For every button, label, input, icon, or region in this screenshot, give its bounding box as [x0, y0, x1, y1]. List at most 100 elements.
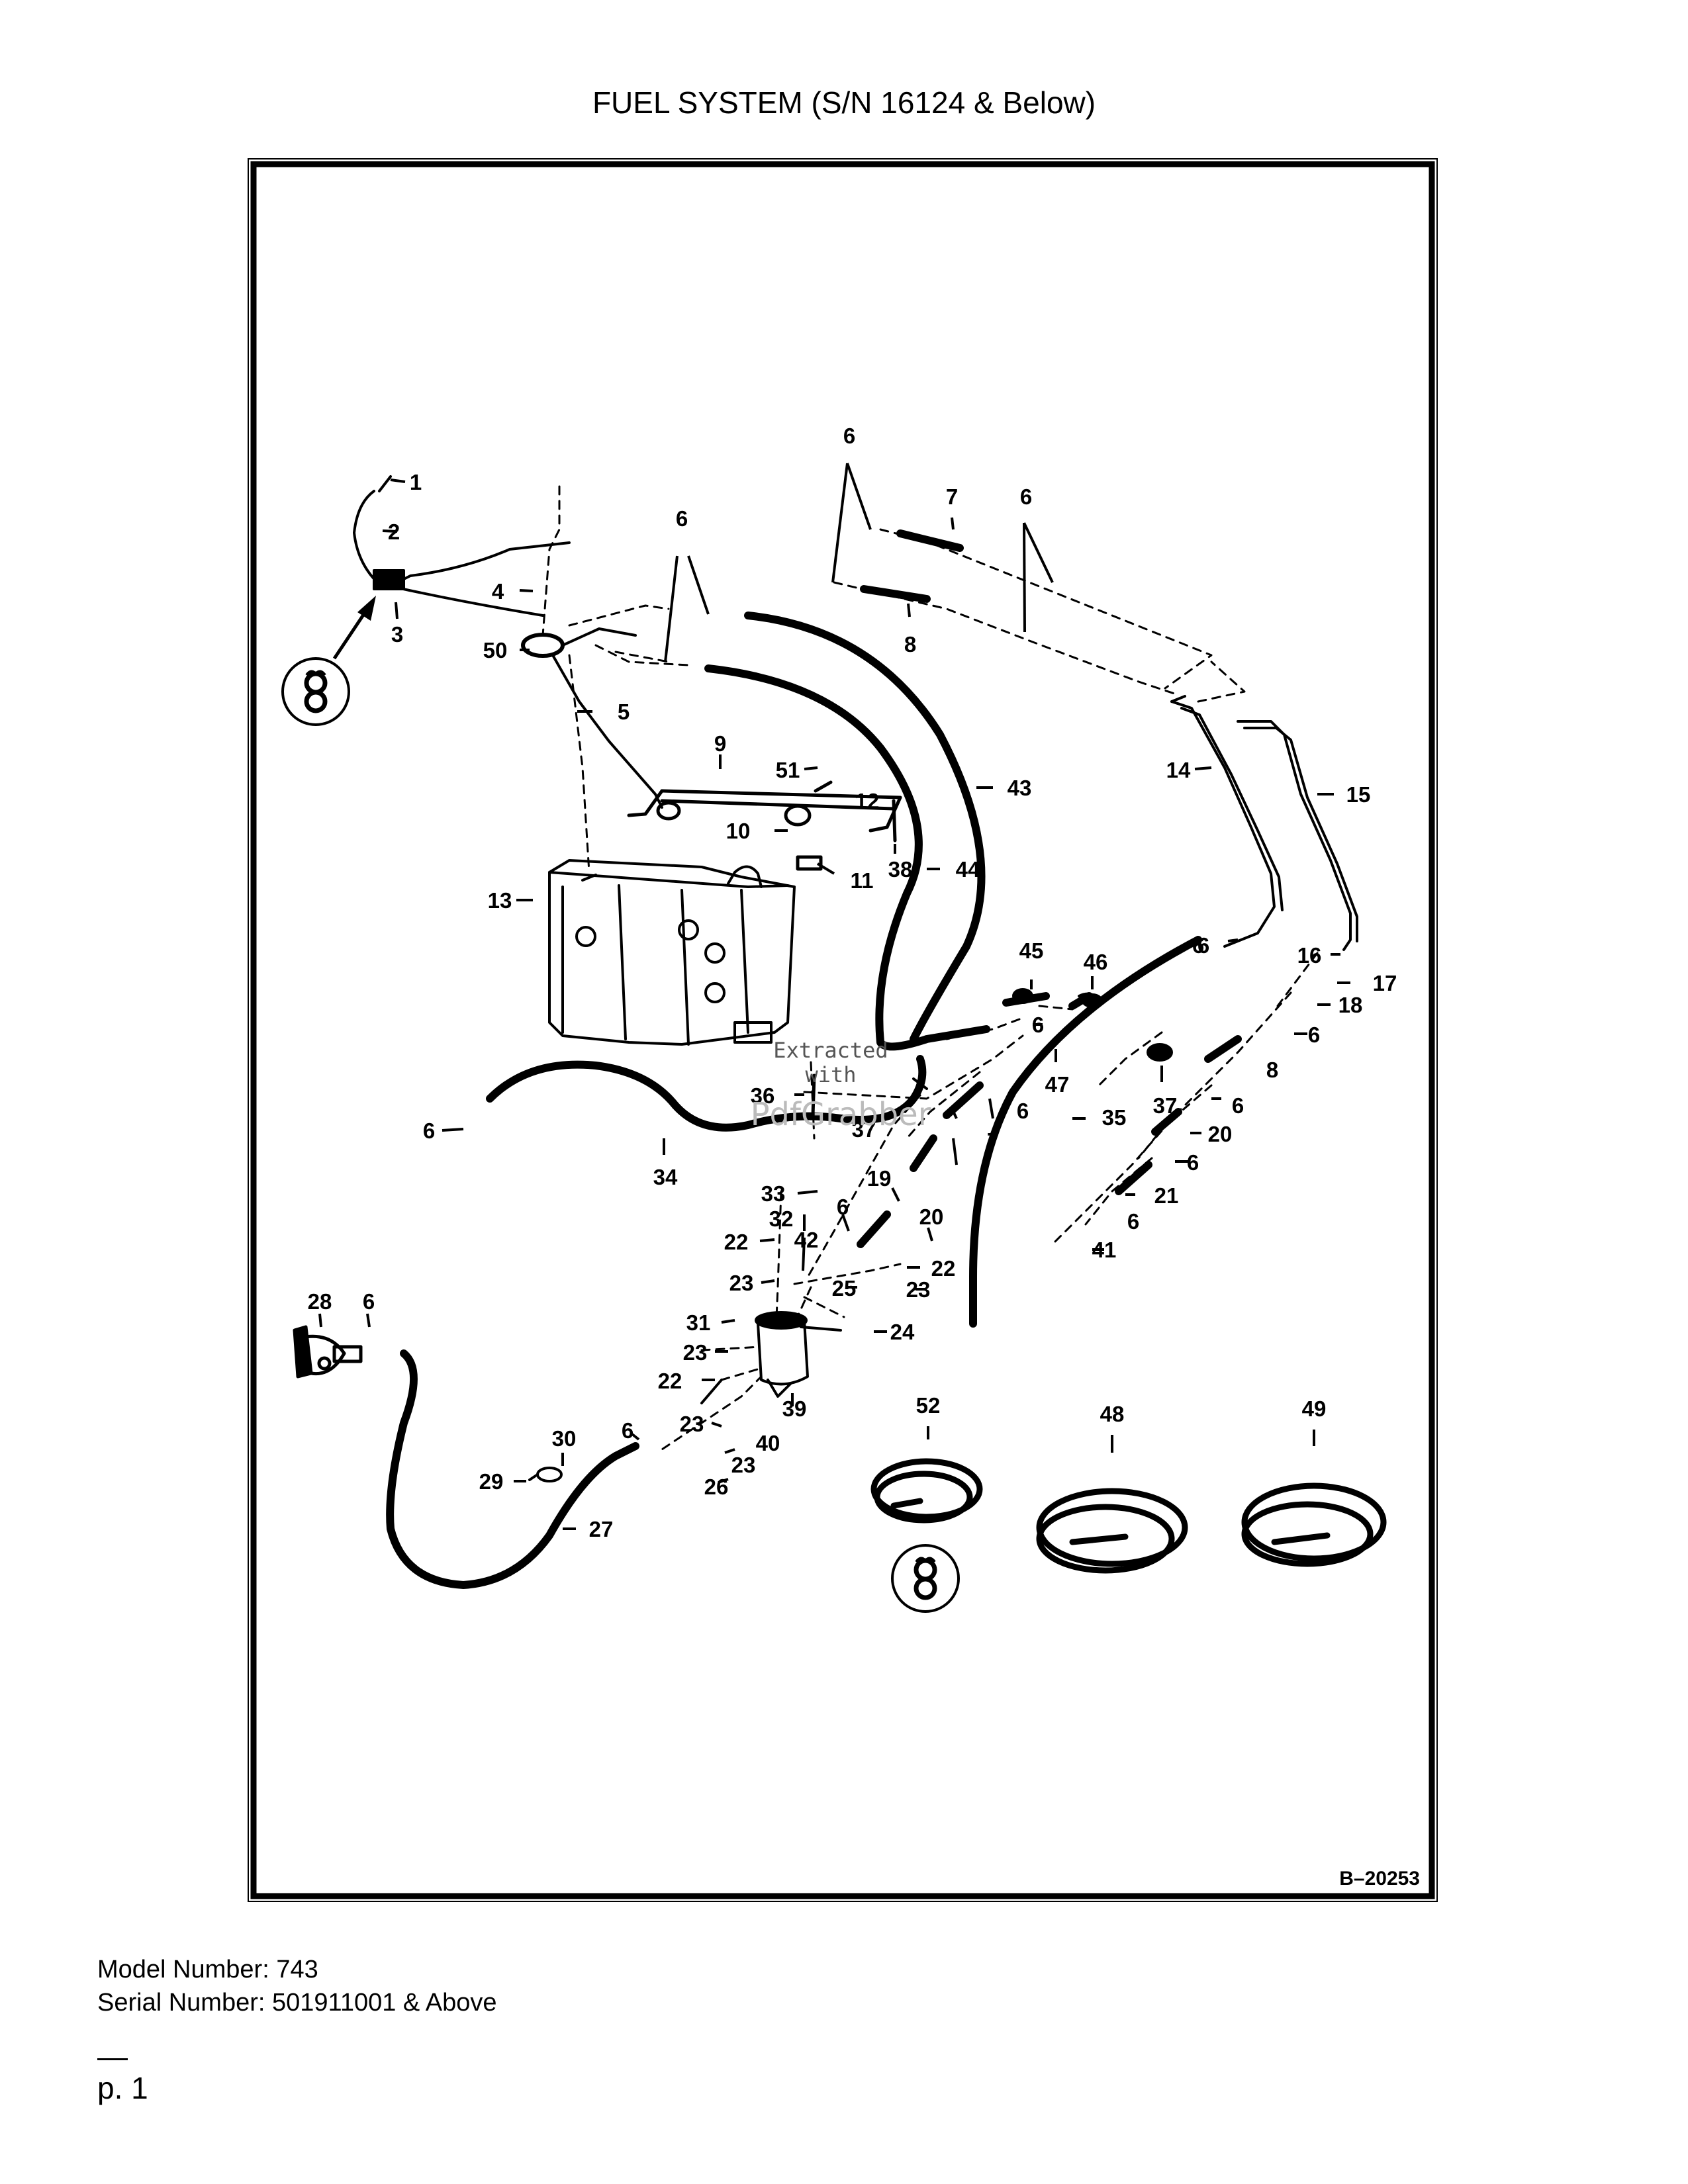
serial-number: Serial Number: 501911001 & Above [97, 1989, 497, 2017]
callout-39: 39 [782, 1396, 807, 1421]
hose-27 [386, 1349, 639, 1589]
callout-15: 15 [1346, 782, 1371, 807]
callout-23: 23 [729, 1271, 754, 1295]
callout-35: 35 [1102, 1105, 1127, 1130]
callout-1: 1 [410, 470, 422, 494]
callout-6: 6 [1127, 1209, 1139, 1234]
callout-16: 16 [1297, 943, 1322, 968]
callout-leaders [318, 463, 1350, 1530]
callout-14: 14 [1166, 758, 1191, 782]
callout-6: 6 [1308, 1023, 1320, 1047]
callout-43: 43 [1008, 776, 1032, 800]
diagram-frame-inner [250, 161, 1435, 1899]
callout-6: 6 [676, 506, 688, 531]
hoses-43-44 [704, 612, 990, 1051]
fuel-symbol-icon [891, 1544, 960, 1613]
callout-23: 23 [683, 1340, 708, 1365]
callout-23: 23 [680, 1412, 704, 1436]
diagram-frame-outer [248, 158, 1438, 1902]
drawing-id: B–20253 [1339, 1868, 1420, 1889]
callout-25: 25 [832, 1276, 857, 1300]
page-number: p. 1 [97, 2071, 148, 2105]
callout-17: 17 [1373, 971, 1397, 995]
callout-6: 6 [843, 424, 855, 448]
hose-coil-48 [1036, 1488, 1188, 1574]
hose-coil-52 [870, 1458, 983, 1524]
callout-8: 8 [1266, 1058, 1278, 1082]
callout-41: 41 [1092, 1238, 1117, 1262]
parts-artwork [293, 475, 1387, 1589]
callout-13: 13 [488, 888, 512, 913]
callout-49: 49 [1302, 1396, 1327, 1421]
callout-6: 6 [1187, 1150, 1199, 1175]
callout-26: 26 [704, 1475, 729, 1499]
fuel-filter [755, 1311, 842, 1398]
callout-46: 46 [1084, 950, 1108, 974]
callout-22: 22 [724, 1230, 749, 1254]
callout-45: 45 [1019, 938, 1044, 963]
callout-6: 6 [423, 1118, 435, 1143]
callout-52: 52 [916, 1393, 941, 1418]
watermark-line-2: with [805, 1062, 856, 1087]
callout-6: 6 [1020, 484, 1032, 509]
callout-42: 42 [794, 1228, 819, 1252]
fuel-sender [353, 475, 663, 809]
hose-coils [870, 1458, 1387, 1574]
fuel-system-diagram: 1 2 3 4 50 5 6 6 6 7 8 6 9 51 12 43 10 1… [248, 158, 1438, 1902]
callout-6: 6 [1232, 1093, 1244, 1118]
tank-strap [627, 780, 902, 871]
callout-37: 37 [852, 1117, 876, 1142]
hose-coil-49 [1241, 1482, 1387, 1567]
separator-28 [293, 1325, 363, 1379]
callout-10: 10 [726, 819, 751, 843]
callout-24: 24 [890, 1320, 915, 1344]
watermark-line-1: Extracted [773, 1038, 888, 1063]
callout-50: 50 [483, 638, 508, 662]
callout-48: 48 [1100, 1402, 1125, 1426]
callout-23: 23 [906, 1277, 931, 1302]
callout-6: 6 [1032, 1013, 1044, 1037]
callout-11: 11 [851, 868, 874, 893]
callout-31: 31 [686, 1310, 711, 1335]
callout-34: 34 [653, 1165, 678, 1189]
callout-21: 21 [1154, 1183, 1179, 1208]
callout-19: 19 [867, 1166, 892, 1191]
callout-32: 32 [769, 1206, 794, 1231]
short-hoses [857, 529, 1242, 1248]
metal-lines [1170, 695, 1358, 951]
callout-6: 6 [1017, 1099, 1029, 1123]
callout-arrowhead-3 [357, 596, 376, 621]
callout-5: 5 [618, 700, 630, 724]
callout-40: 40 [756, 1431, 780, 1455]
callout-arrow-3 [332, 608, 369, 660]
callout-6: 6 [1197, 933, 1209, 958]
callout-6: 6 [837, 1195, 849, 1219]
callout-3: 3 [391, 622, 403, 647]
callout-7: 7 [987, 1128, 999, 1153]
callout-37: 37 [1153, 1093, 1178, 1118]
callout-47: 47 [1045, 1072, 1070, 1097]
callout-7: 7 [946, 484, 958, 509]
callout-8: 8 [904, 632, 916, 657]
page-number-rule [97, 2058, 128, 2060]
fittings [700, 988, 1173, 1404]
fuel-symbol-icon [281, 657, 350, 726]
callout-22: 22 [658, 1369, 682, 1393]
callout-44: 44 [956, 857, 980, 882]
watermark: Extracted with PdfGrabber [751, 1038, 931, 1133]
callout-30: 30 [552, 1426, 577, 1451]
callout-6: 6 [1192, 933, 1204, 958]
callout-23: 23 [731, 1453, 756, 1477]
callout-22: 22 [931, 1256, 956, 1281]
callout-4: 4 [492, 579, 504, 604]
callout-20: 20 [1208, 1122, 1233, 1146]
callout-12: 12 [855, 789, 880, 813]
callout-2: 2 [388, 520, 400, 544]
clamp-29-30 [528, 1467, 563, 1482]
callout-20: 20 [919, 1205, 944, 1229]
callout-9: 9 [714, 731, 726, 756]
callout-36: 36 [751, 1083, 775, 1108]
fuel-tank [548, 859, 796, 1046]
callout-labels: 1 2 3 4 50 5 6 6 6 7 8 6 9 51 12 43 10 1… [308, 424, 1397, 1541]
callout-38: 38 [888, 857, 913, 882]
